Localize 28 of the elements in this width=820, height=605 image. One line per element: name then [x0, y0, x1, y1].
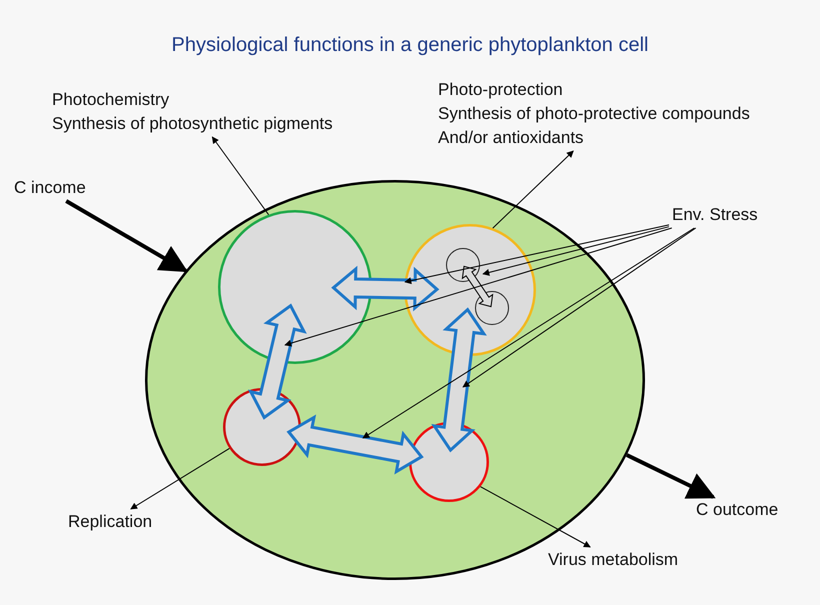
- leader-arrow: [492, 150, 574, 229]
- arrow: [626, 453, 716, 499]
- leader-arrow: [404, 224, 670, 284]
- arrow: [65, 199, 188, 272]
- label-text: Photochemistry: [52, 89, 170, 111]
- diagram-title: Physiological functions in a generic phytoplankton cell: [172, 34, 648, 57]
- label-text: Synthesis of photosynthetic pigments: [52, 113, 333, 135]
- label-text: Virus metabolism: [548, 549, 678, 571]
- label-text: Synthesis of photo-protective compounds And/or antioxidants: [438, 103, 751, 149]
- leader-arrow: [284, 228, 672, 347]
- leader-arrow: [212, 136, 270, 216]
- leader-arrow: [480, 486, 591, 548]
- leader-arrow: [130, 448, 230, 510]
- leader-arrow: [462, 228, 696, 388]
- label-text: Replication: [68, 511, 152, 533]
- double-block-arrow: [462, 266, 494, 308]
- double-block-arrow: [331, 266, 440, 312]
- label-text: Photo-protection: [438, 79, 564, 101]
- small-circle: [446, 248, 480, 282]
- double-block-arrow: [431, 307, 487, 452]
- label-text: C income: [14, 177, 86, 199]
- double-block-arrow: [248, 303, 307, 420]
- leader-arrow: [362, 228, 695, 438]
- label-text: C outcome: [696, 499, 778, 521]
- small-circle: [475, 291, 509, 325]
- double-block-arrow: [286, 414, 424, 474]
- label-text: Env. Stress: [672, 204, 758, 226]
- leader-arrow: [482, 226, 670, 276]
